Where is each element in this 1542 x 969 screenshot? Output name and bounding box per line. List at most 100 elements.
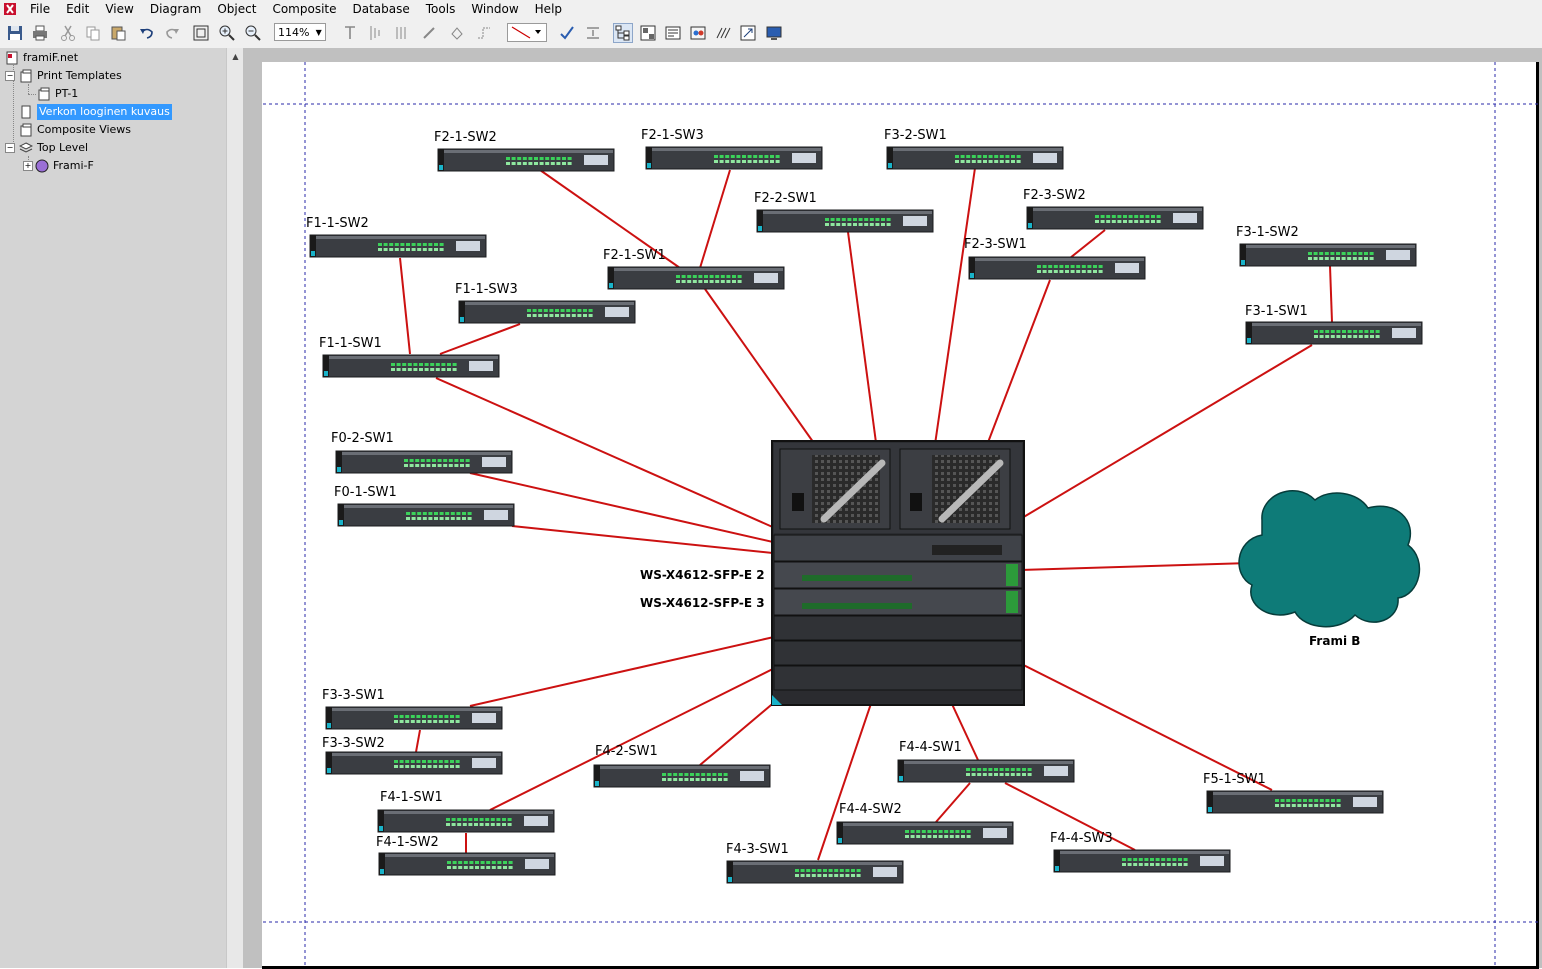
page-icon xyxy=(36,86,52,102)
group-icon[interactable] xyxy=(638,23,658,43)
switch-label: F2-1-SW2 xyxy=(434,130,497,145)
sidebar-scrollbar[interactable]: ▲ xyxy=(226,48,244,968)
menu-composite[interactable]: Composite xyxy=(272,2,337,16)
menu-tools[interactable]: Tools xyxy=(425,2,456,16)
diagram-page[interactable] xyxy=(262,62,1539,969)
module-label-2: WS-X4612-SFP-E 2 xyxy=(640,568,765,582)
properties-icon[interactable] xyxy=(663,23,683,43)
switch-label: F1-1-SW1 xyxy=(319,336,382,351)
align-icon[interactable] xyxy=(366,23,386,43)
tree-item-selected-view[interactable]: Verkon looginen kuvaus xyxy=(18,104,172,120)
tree-item-composite-views[interactable]: Composite Views xyxy=(18,122,131,138)
menu-edit[interactable]: Edit xyxy=(66,2,90,16)
menu-view[interactable]: View xyxy=(105,2,134,16)
network-file-icon xyxy=(4,50,20,66)
undo-icon[interactable] xyxy=(137,23,157,43)
switch-label: F2-1-SW1 xyxy=(603,248,666,263)
checkmark-icon[interactable] xyxy=(557,23,577,43)
expand-frami-f-button[interactable]: + xyxy=(23,161,33,171)
tree-connector xyxy=(28,94,36,95)
menu-window[interactable]: Window xyxy=(471,2,519,16)
tree-connector xyxy=(28,84,29,94)
line-style-icon xyxy=(511,26,541,39)
switch-label: F4-1-SW2 xyxy=(376,835,439,850)
cloud-label: Frami B xyxy=(1309,634,1361,648)
arrange-icon[interactable] xyxy=(583,23,603,43)
menu-diagram[interactable]: Diagram xyxy=(149,2,202,16)
tree-item-root[interactable]: framiF.net xyxy=(4,50,78,66)
copy-icon[interactable] xyxy=(83,23,103,43)
switch-label: F4-1-SW1 xyxy=(380,790,443,805)
switch-label: F0-1-SW1 xyxy=(334,485,397,500)
switch-label: F4-2-SW1 xyxy=(595,744,658,759)
document-icon xyxy=(18,104,34,120)
zoom-value: 114% xyxy=(278,25,310,39)
fill-color-icon[interactable] xyxy=(447,23,467,43)
zoom-out-icon[interactable] xyxy=(243,23,263,43)
tree-selected-view-label: Verkon looginen kuvaus xyxy=(37,104,172,120)
switch-label: F2-3-SW1 xyxy=(964,237,1027,252)
menu-database[interactable]: Database xyxy=(352,2,410,16)
switch-label: F2-1-SW3 xyxy=(641,128,704,143)
zoom-in-icon[interactable] xyxy=(217,23,237,43)
connect-icon[interactable] xyxy=(474,23,494,43)
tree-print-templates-label: Print Templates xyxy=(37,69,122,82)
project-tree-panel xyxy=(0,48,243,968)
switch-label: F1-1-SW2 xyxy=(306,216,369,231)
layers-icon xyxy=(18,140,34,156)
app-logo-icon xyxy=(0,0,20,18)
switch-label: F3-3-SW1 xyxy=(322,688,385,703)
switch-label: F3-1-SW2 xyxy=(1236,225,1299,240)
link-icon[interactable] xyxy=(713,23,733,43)
text-tool-icon[interactable] xyxy=(340,23,360,43)
distribute-icon[interactable] xyxy=(393,23,413,43)
menu-help[interactable]: Help xyxy=(534,2,563,16)
tree-item-print-templates[interactable]: Print Templates xyxy=(18,68,122,84)
tree-item-pt1[interactable]: PT-1 xyxy=(36,86,78,102)
collapse-top-level-button[interactable]: − xyxy=(5,143,15,153)
composite-icon xyxy=(18,122,34,138)
tree-connector xyxy=(13,62,14,152)
tree-root-label: framiF.net xyxy=(23,51,79,64)
tree-top-level-label: Top Level xyxy=(37,141,89,154)
switch-label: F4-4-SW1 xyxy=(899,740,962,755)
switch-label: F4-4-SW2 xyxy=(839,802,902,817)
menu-bar: File Edit View Diagram Object Composite … xyxy=(0,0,1542,18)
switch-label: F3-2-SW1 xyxy=(884,128,947,143)
switch-label: F3-3-SW2 xyxy=(322,736,385,751)
monitor-icon[interactable] xyxy=(764,23,784,43)
hierarchy-icon[interactable] xyxy=(613,23,633,43)
tree-pt1-label: PT-1 xyxy=(55,87,79,100)
palette-icon[interactable] xyxy=(688,23,708,43)
tree-frami-f-label: Frami-F xyxy=(53,159,94,172)
switch-label: F2-2-SW1 xyxy=(754,191,817,206)
collapse-print-templates-button[interactable]: − xyxy=(5,71,15,81)
network-node-icon xyxy=(34,158,50,174)
tree-composite-views-label: Composite Views xyxy=(37,123,132,136)
paste-icon[interactable] xyxy=(108,23,128,43)
template-icon xyxy=(18,68,34,84)
tree-item-top-level[interactable]: Top Level xyxy=(18,140,88,156)
switch-label: F2-3-SW2 xyxy=(1023,188,1086,203)
toolbar xyxy=(0,18,1542,49)
zoom-select[interactable]: 114% ▼ xyxy=(274,23,326,41)
switch-label: F5-1-SW1 xyxy=(1203,772,1266,787)
line-style-select[interactable] xyxy=(507,23,547,42)
print-icon[interactable] xyxy=(30,23,50,43)
menu-file[interactable]: File xyxy=(30,2,51,16)
line-color-icon[interactable] xyxy=(420,23,440,43)
scroll-up-icon[interactable]: ▲ xyxy=(232,52,239,61)
cut-icon[interactable] xyxy=(58,23,78,43)
tree-item-frami-f[interactable]: Frami-F xyxy=(34,158,94,174)
menu-object[interactable]: Object xyxy=(217,2,257,16)
switch-label: F4-4-SW3 xyxy=(1050,831,1113,846)
save-icon[interactable] xyxy=(5,23,25,43)
export-icon[interactable] xyxy=(738,23,758,43)
switch-label: F4-3-SW1 xyxy=(726,842,789,857)
module-label-3: WS-X4612-SFP-E 3 xyxy=(640,596,765,610)
fit-page-icon[interactable] xyxy=(191,23,211,43)
switch-label: F3-1-SW1 xyxy=(1245,304,1308,319)
redo-icon[interactable] xyxy=(162,23,182,43)
chevron-down-icon: ▼ xyxy=(315,27,322,37)
